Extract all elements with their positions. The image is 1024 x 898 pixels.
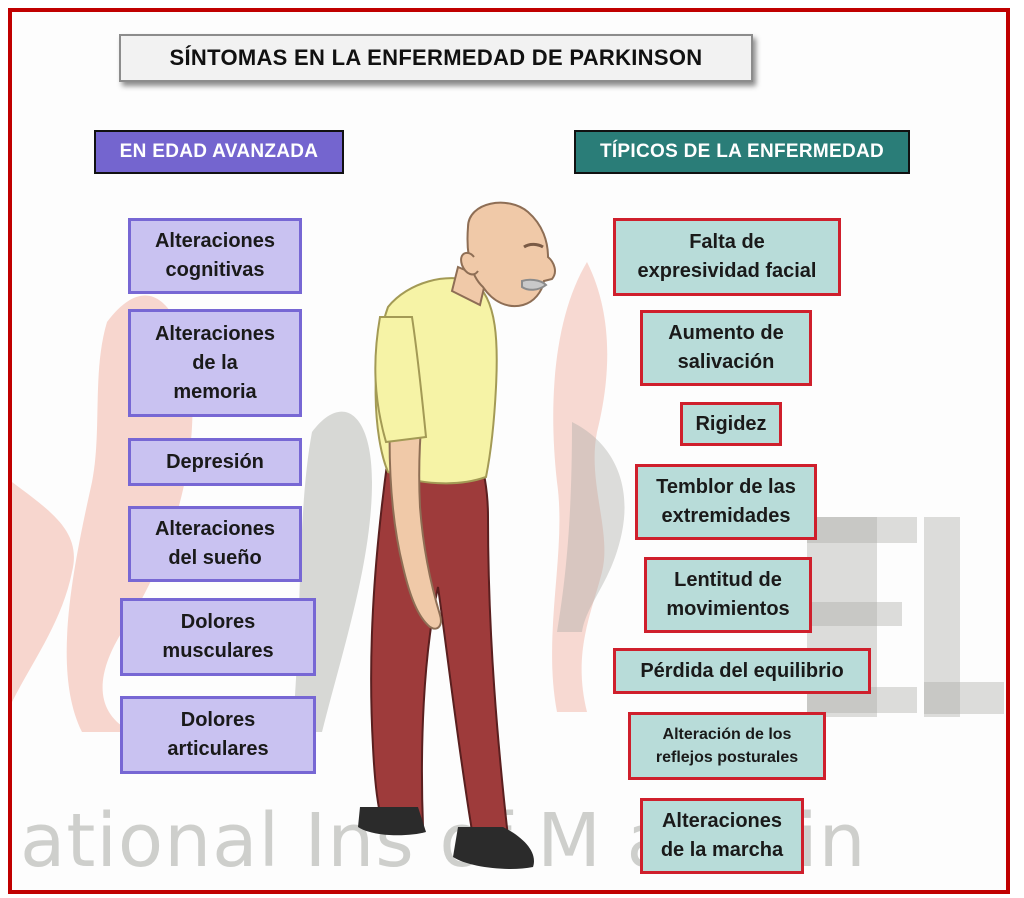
arm (374, 316, 442, 630)
head (460, 201, 556, 307)
right-column-header: TÍPICOS DE LA ENFERMEDAD (574, 130, 910, 174)
diagram-title: SÍNTOMAS EN LA ENFERMEDAD DE PARKINSON (119, 34, 753, 82)
right-item-box: Pérdida del equilibrio (613, 648, 871, 694)
diagram-canvas: ational Ins of M atonin SÍNTOMAS EN LA E… (8, 8, 1010, 894)
elderly-man-illustration (358, 201, 556, 869)
left-item-box: Depresión (128, 438, 302, 486)
eyebrow (523, 242, 544, 249)
right-item-box: Rigidez (680, 402, 782, 446)
legs (370, 450, 510, 838)
right-shoe (453, 827, 534, 869)
left-shoe (358, 807, 426, 836)
left-column-header: EN EDAD AVANZADA (94, 130, 344, 174)
